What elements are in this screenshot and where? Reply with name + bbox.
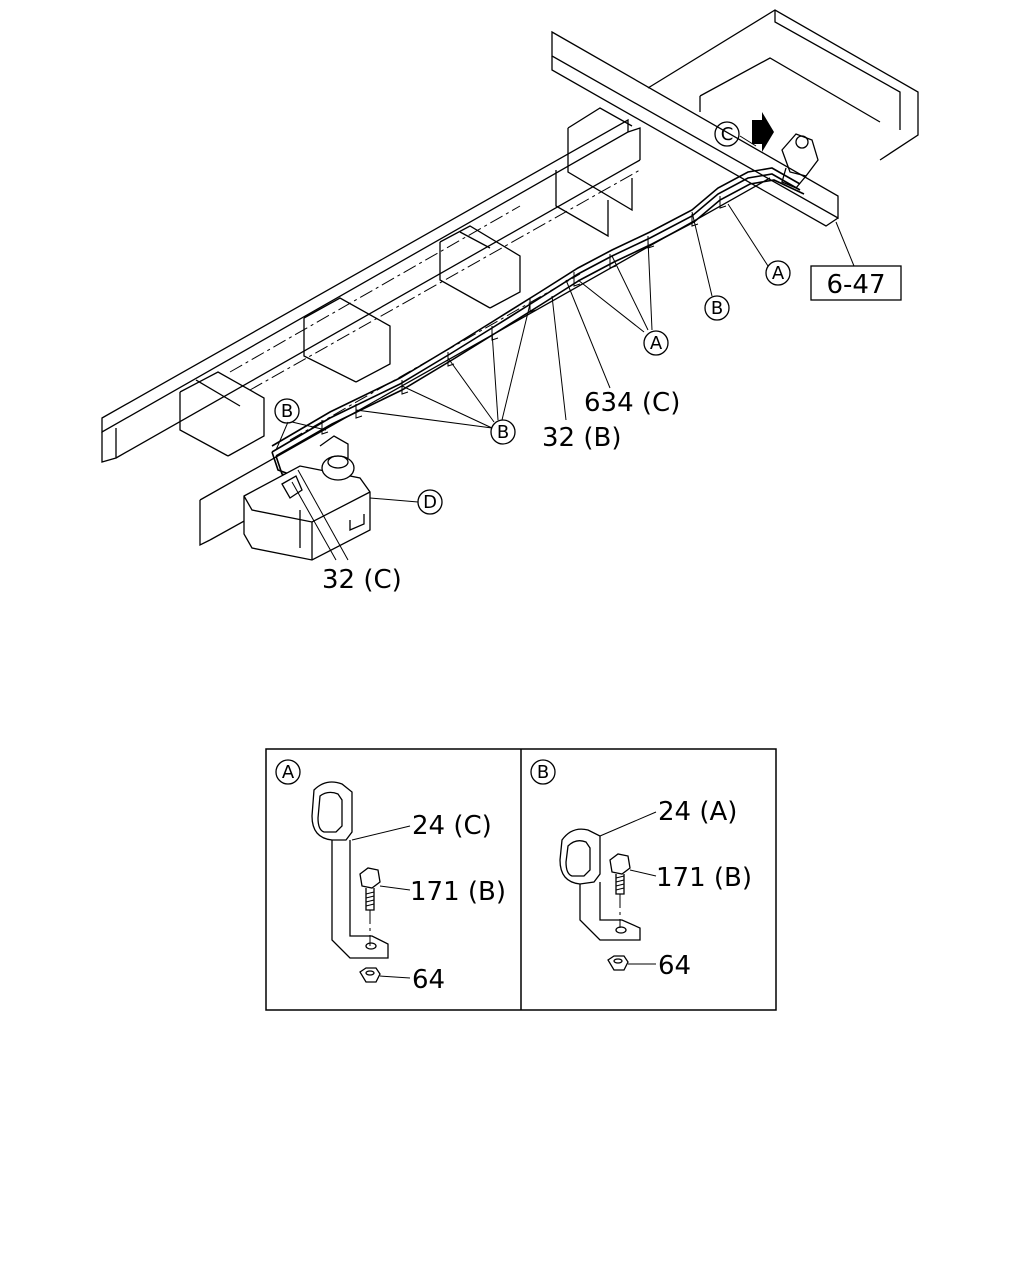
callout-b-left: B	[274, 398, 300, 424]
callout-b-right-text: B	[711, 298, 723, 319]
part-label-634c: 634 (C)	[584, 388, 680, 418]
callout-b-center: B	[490, 419, 516, 445]
detail-a-bracket	[311, 781, 389, 959]
fuel-tank	[243, 435, 371, 561]
detail-panels	[265, 748, 777, 1011]
callout-b-center-text: B	[497, 422, 509, 443]
detail-b-bracket	[559, 828, 641, 941]
detail-a-bolt	[359, 867, 381, 946]
leader-lines	[275, 135, 855, 561]
detail-a-tag: A	[282, 762, 295, 783]
chassis-frame	[101, 9, 919, 547]
detail-b-bolt-label: 171 (B)	[656, 863, 752, 893]
part-label-32c: 32 (C)	[322, 565, 402, 595]
callout-a-mid-text: A	[650, 333, 663, 354]
part-label-32b: 32 (B)	[542, 423, 621, 453]
detail-a-bracket-label: 24 (C)	[412, 811, 492, 841]
callout-a-mid: A	[643, 330, 669, 356]
detail-a-nut	[359, 967, 381, 983]
page-reference-text: 6-47	[826, 270, 885, 300]
detail-b-bolt	[609, 853, 631, 928]
detail-b: B 24 (A) 171 (B) 64	[530, 759, 752, 981]
callout-a-right-text: A	[772, 263, 785, 284]
detail-b-tag: B	[537, 762, 549, 783]
callout-d-tank-text: D	[423, 492, 437, 513]
callout-c-top: C	[714, 121, 740, 147]
detail-a: A 24 (C) 171 (B) 64	[275, 759, 506, 995]
detail-a-bolt-label: 171 (B)	[410, 877, 506, 907]
callout-d-tank: D	[417, 489, 443, 515]
detail-a-nut-label: 64	[412, 965, 445, 995]
callout-a-right: A	[765, 260, 791, 286]
rear-fitting	[781, 133, 819, 189]
callout-c-top-text: C	[721, 124, 734, 145]
detail-b-nut-label: 64	[658, 951, 691, 981]
direction-arrow-icon	[752, 112, 774, 152]
detail-b-bracket-label: 24 (A)	[658, 797, 737, 827]
fuel-pipe-route	[271, 167, 805, 483]
callout-b-right: B	[704, 295, 730, 321]
page-reference-box: 6-47	[810, 265, 902, 301]
detail-b-nut	[607, 955, 629, 971]
callout-b-left-text: B	[281, 401, 293, 422]
